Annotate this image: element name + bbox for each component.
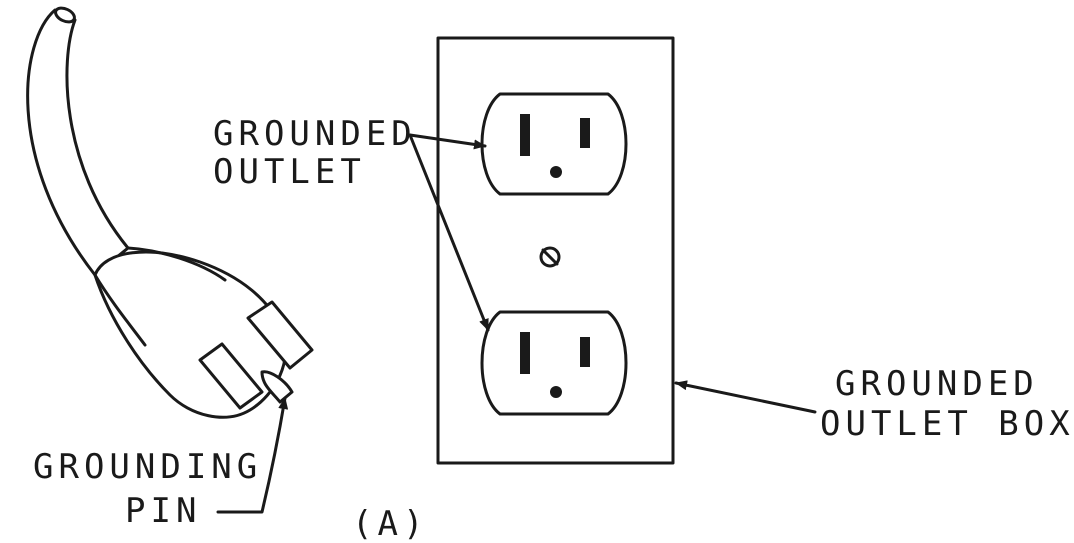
- arrow-to-grounding-pin: [216, 396, 289, 514]
- upper-receptacle: [480, 92, 628, 196]
- arrow-to-lower-outlet: [408, 133, 490, 332]
- arrow-to-upper-outlet: [408, 133, 487, 150]
- lower-ground-hole: [550, 386, 562, 398]
- plug-blade-upper: [246, 300, 314, 370]
- label-grounded-outlet-line1: GROUNDED: [213, 114, 417, 154]
- arrow-to-outlet-box: [674, 380, 817, 414]
- cord-cable: [26, 8, 130, 277]
- plug: [93, 246, 314, 419]
- figure-caption: (A): [352, 504, 428, 543]
- label-outlet-box-line1: GROUNDED: [835, 364, 1039, 404]
- plug-blade-lower: [198, 342, 264, 410]
- plug-collar-edge: [126, 246, 227, 282]
- upper-slot-right: [580, 118, 590, 148]
- plug-collar: [93, 273, 147, 347]
- lower-slot-left: [520, 332, 530, 374]
- lower-slot-right: [580, 337, 590, 367]
- upper-slot-left: [520, 114, 530, 156]
- label-outlet-box-line2: OUTLET BOX:: [820, 404, 1074, 444]
- power-cord: [26, 6, 130, 277]
- cover-screw: [539, 246, 561, 268]
- lower-receptacle-face: [480, 310, 628, 416]
- label-grounded-outlet-line2: OUTLET: [213, 152, 366, 192]
- lower-receptacle: [480, 310, 628, 416]
- label-grounding-pin-line1: GROUNDING: [33, 447, 262, 487]
- label-grounding-pin-line2: PIN: [125, 491, 201, 531]
- upper-ground-hole: [550, 166, 562, 178]
- cord-end: [54, 6, 76, 24]
- cover-screw-slot: [541, 248, 559, 266]
- upper-receptacle-face: [480, 92, 628, 196]
